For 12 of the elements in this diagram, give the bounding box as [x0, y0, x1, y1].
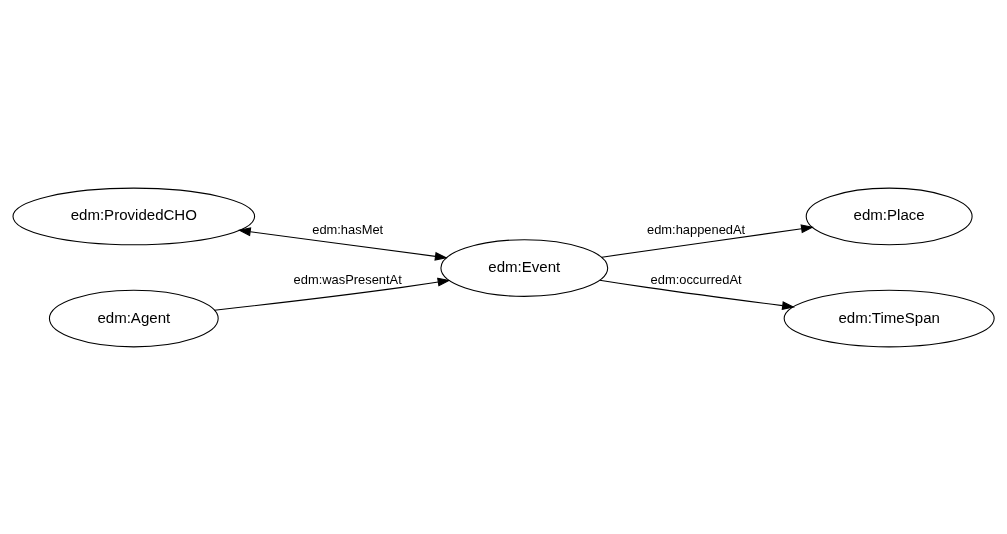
edge-label: edm:happenedAt — [646, 221, 746, 237]
node-ellipse: edm:ProvidedCHO — [12, 187, 256, 245]
edge-label: edm:occurredAt — [650, 271, 742, 287]
node-ellipse: edm:Place — [805, 187, 973, 245]
edge-label: edm:hasMet — [312, 221, 384, 237]
node-ellipse: edm:Agent — [48, 289, 219, 347]
arrow — [213, 277, 451, 311]
arrow — [237, 226, 448, 261]
edge-label: edm:wasPresentAt — [293, 271, 402, 287]
node-ellipse: edm:Event — [440, 238, 609, 297]
arrow — [601, 223, 814, 258]
arrow — [599, 279, 796, 310]
